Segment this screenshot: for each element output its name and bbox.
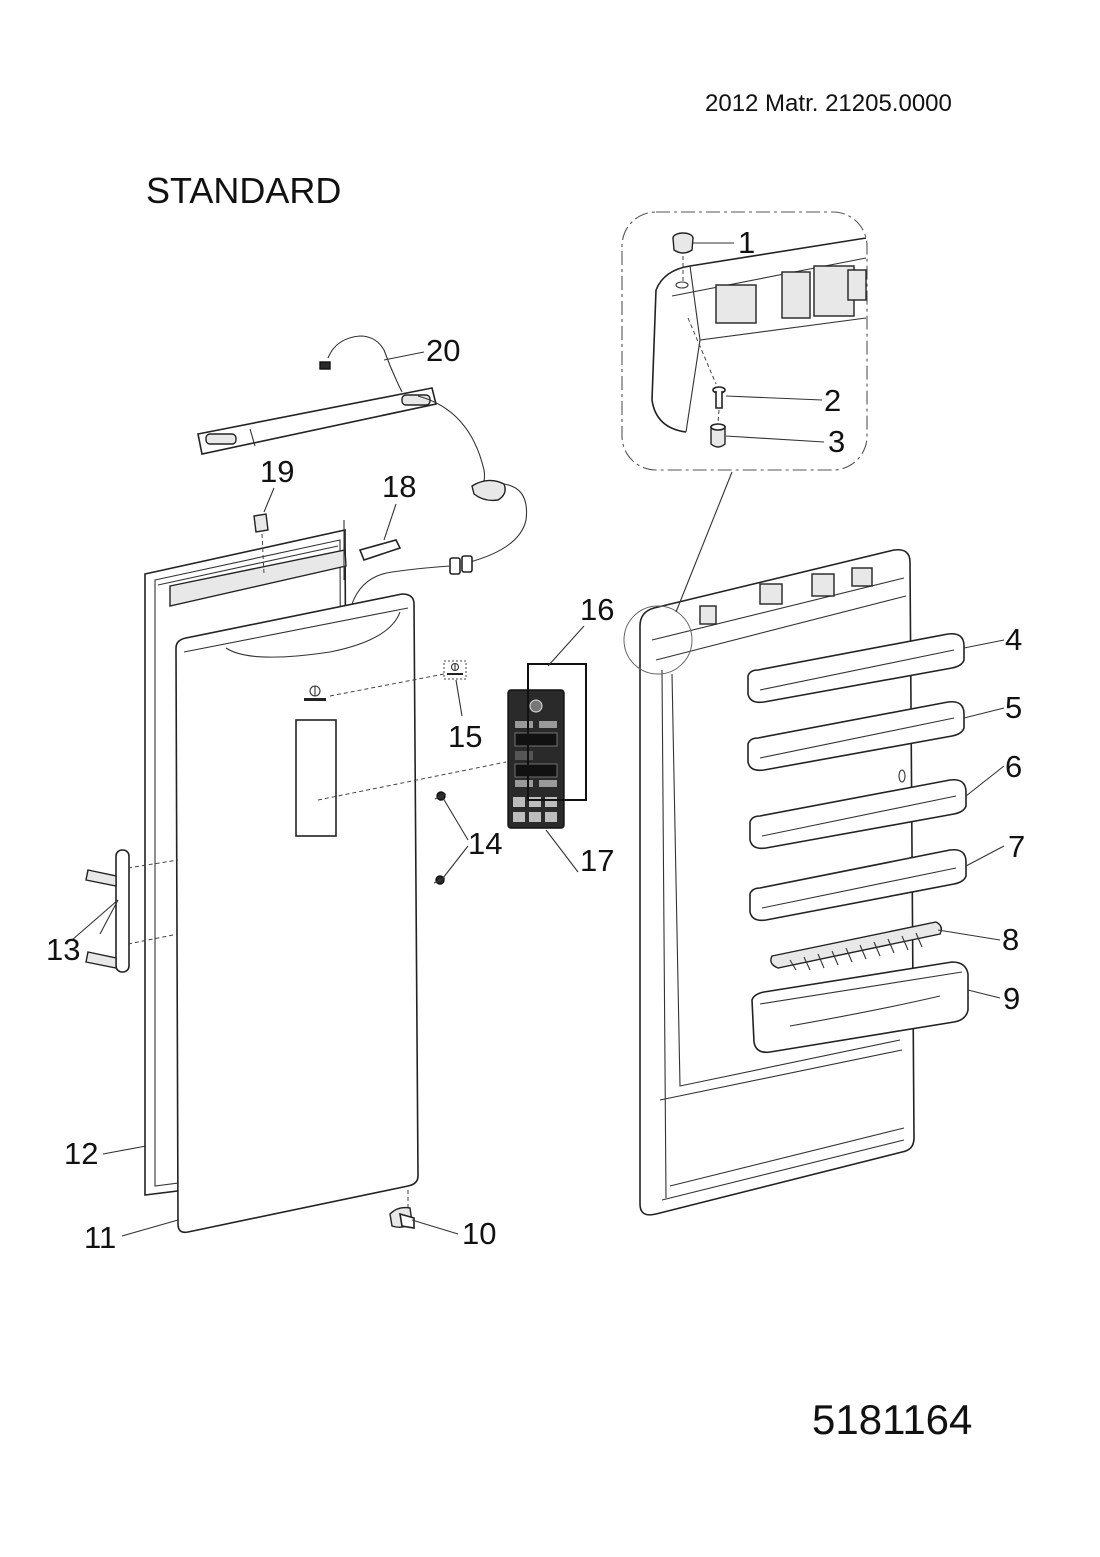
callout-20: 20 xyxy=(426,333,460,368)
front-door-panel xyxy=(175,593,419,1234)
callout-16: 16 xyxy=(580,592,614,627)
screws xyxy=(433,791,447,885)
inner-door-liner xyxy=(623,471,915,1216)
detail-inset xyxy=(621,211,868,471)
part-9-bottle-bin xyxy=(751,961,969,1054)
callout-18: 18 xyxy=(382,469,416,504)
callout-12: 12 xyxy=(64,1136,98,1171)
door-shelf-4 xyxy=(747,632,965,704)
callout-11: 11 xyxy=(84,1220,116,1255)
part-1-cap xyxy=(672,232,694,254)
callout-4: 4 xyxy=(1005,622,1022,657)
callout-19: 19 xyxy=(260,454,294,489)
part-2-screw xyxy=(712,386,726,409)
part-8-egg-tray xyxy=(770,921,943,971)
brand-logo-door xyxy=(304,685,326,701)
door-shelf-7 xyxy=(749,848,967,922)
hinge-bar xyxy=(197,387,437,455)
callout-9: 9 xyxy=(1003,981,1020,1016)
callout-10: 10 xyxy=(462,1216,496,1251)
part-17-control-panel xyxy=(317,689,565,829)
door-handle xyxy=(85,849,179,973)
callout-15: 15 xyxy=(448,719,482,754)
callout-2: 2 xyxy=(824,383,841,418)
callout-6: 6 xyxy=(1005,749,1022,784)
inner-panel-strip xyxy=(169,520,402,607)
callout-13: 13 xyxy=(46,932,80,967)
door-shelf-5 xyxy=(747,700,965,772)
callout-8: 8 xyxy=(1002,922,1019,957)
callout-5: 5 xyxy=(1005,690,1022,725)
callout-17: 17 xyxy=(580,843,614,878)
leader-lines xyxy=(71,242,1005,1237)
wire-harness xyxy=(319,335,528,605)
matr-reference-text: 2012 Matr. 21205.0000 xyxy=(705,90,952,117)
callout-14: 14 xyxy=(468,826,502,861)
part-19-clip xyxy=(253,513,269,575)
part-3-bushing xyxy=(710,423,726,448)
diagram-code: 5181164 xyxy=(812,1396,973,1443)
callout-3: 3 xyxy=(828,424,845,459)
door-shelf-6 xyxy=(749,778,967,850)
variant-label: STANDARD xyxy=(146,170,342,211)
part-16-board xyxy=(527,663,587,801)
callout-1: 1 xyxy=(738,225,755,260)
callout-7: 7 xyxy=(1008,829,1025,864)
callout-numbers: 1 2 3 4 5 6 7 8 9 10 11 12 13 14 15 16 1… xyxy=(46,225,1025,1255)
part-10-bottom-hinge xyxy=(389,1190,415,1229)
part-15-logo-badge xyxy=(329,660,467,697)
